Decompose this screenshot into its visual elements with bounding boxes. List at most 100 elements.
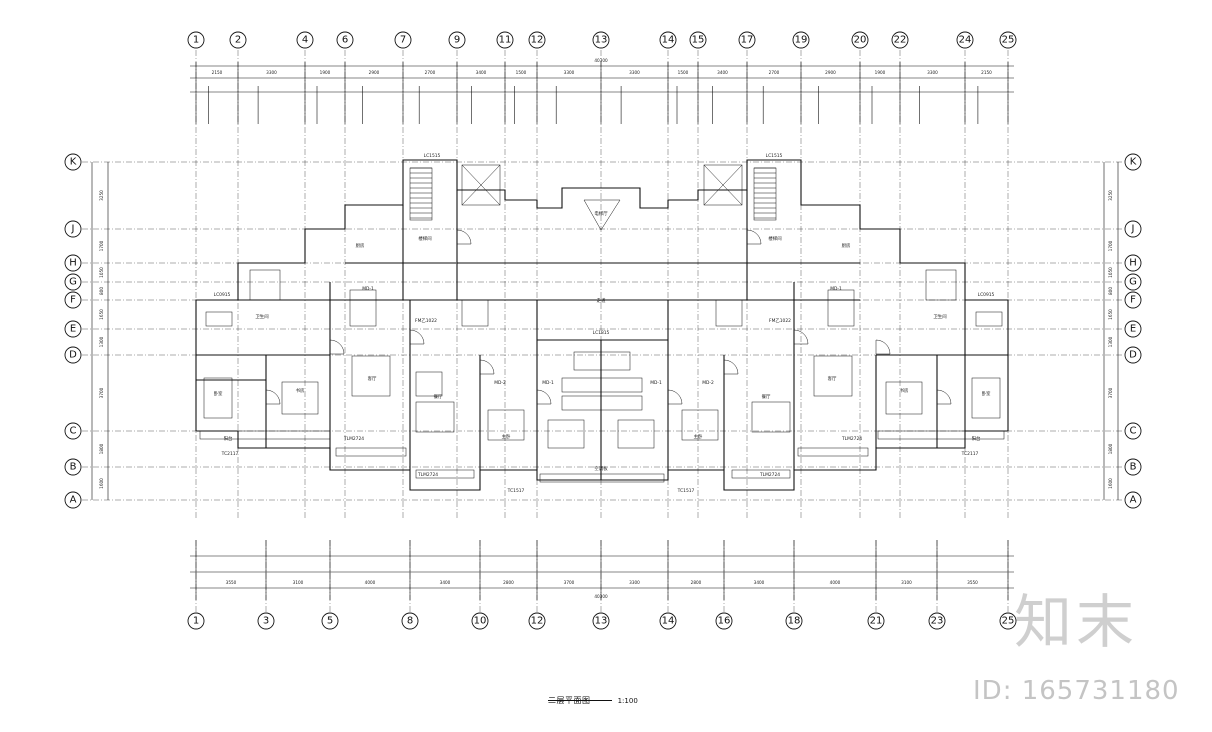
room-label: 餐厅	[434, 393, 443, 400]
axis-bubble-top: 1	[187, 31, 205, 49]
axis-bubble-label: 15	[692, 35, 705, 46]
room-label: 卫生间	[255, 313, 268, 320]
axis-bubble-left: G	[64, 273, 82, 291]
interior-details	[199, 164, 1005, 483]
axis-bubble-left: C	[64, 422, 82, 440]
furniture	[681, 409, 719, 441]
side-dimension-text: 800	[1108, 287, 1113, 295]
axis-bubble-label: 12	[531, 35, 544, 46]
furniture	[573, 351, 631, 371]
furniture	[827, 289, 855, 327]
axis-bubble-circle	[471, 612, 489, 630]
window-tag: LC1815	[593, 330, 610, 336]
elevator-cross	[461, 164, 501, 206]
axis-bubble-circle	[1124, 458, 1142, 476]
axis-bubble-circle	[64, 273, 82, 291]
window-tag: LC1515	[766, 153, 783, 159]
window-tag: TC2117	[221, 451, 239, 457]
axis-bubble-label: K	[1130, 157, 1137, 168]
axis-bubble-bottom: 12	[528, 612, 546, 630]
room-label: 主卧	[694, 433, 703, 440]
axis-bubble-label: B	[70, 462, 77, 473]
axis-bubble-label: 5	[327, 616, 333, 627]
axis-bubble-label: 13	[595, 616, 608, 627]
axis-bubble-top: 12	[528, 31, 546, 49]
axis-bubble-label: 21	[870, 616, 883, 627]
bottom-dimension-text: 4000	[365, 580, 376, 585]
furniture	[205, 311, 233, 327]
axis-bubble-label: D	[69, 350, 77, 361]
axis-bubble-bottom: 18	[785, 612, 803, 630]
axis-bubble-label: 1	[193, 35, 199, 46]
axis-bubble-right: G	[1124, 273, 1142, 291]
window-tag: MD-2	[494, 380, 506, 386]
axis-bubble-circle	[336, 31, 354, 49]
window-tag: TLM2724	[759, 472, 780, 478]
axis-bubble-circle	[394, 31, 412, 49]
window-tag: FM乙1022	[415, 317, 437, 324]
axis-bubble-right: E	[1124, 320, 1142, 338]
axis-bubble-label: 17	[741, 35, 754, 46]
axis-bubble-right: K	[1124, 153, 1142, 171]
axis-bubble-bottom: 10	[471, 612, 489, 630]
axis-bubble-bottom: 25	[999, 612, 1017, 630]
axis-bubble-label: 25	[1002, 616, 1015, 627]
axis-bubble-bottom: 13	[592, 612, 610, 630]
axis-bubble-label: 6	[342, 35, 348, 46]
axis-bubble-circle	[867, 612, 885, 630]
bottom-dimension-text: 3300	[629, 580, 640, 585]
axis-bubble-label: F	[70, 295, 76, 306]
axis-bubble-circle	[659, 612, 677, 630]
top-dimension-text: 2900	[825, 70, 836, 75]
axis-bubble-circle	[1124, 320, 1142, 338]
axis-bubble-label: 14	[662, 35, 675, 46]
axis-bubble-top: 20	[851, 31, 869, 49]
axis-bubble-label: J	[71, 224, 75, 235]
side-dimension-text: 1650	[1108, 309, 1113, 320]
axis-bubble-circle	[64, 220, 82, 238]
room-label: 主卧	[502, 433, 511, 440]
axis-bubble-label: 9	[454, 35, 460, 46]
axis-bubble-circle	[1124, 491, 1142, 509]
furniture	[715, 299, 743, 327]
top-dimension-text: 1900	[875, 70, 886, 75]
axis-bubble-circle	[528, 31, 546, 49]
axis-bubble-circle	[296, 31, 314, 49]
axis-bubble-bottom: 5	[321, 612, 339, 630]
furniture	[975, 311, 1003, 327]
axis-bubble-label: 11	[499, 35, 512, 46]
room-label: 厨房	[842, 242, 851, 249]
axis-bubble-circle	[1124, 273, 1142, 291]
balcony-rail	[415, 469, 475, 479]
building-outline	[195, 159, 1009, 491]
top-dimension-text: 2900	[369, 70, 380, 75]
axis-bubble-bottom: 1	[187, 612, 205, 630]
elevator-shaft	[703, 164, 743, 206]
axis-bubble-label: 7	[400, 35, 406, 46]
room-label: 卫生间	[933, 313, 946, 320]
door-swing	[265, 389, 281, 405]
axis-bubble-circle	[1124, 220, 1142, 238]
window-tag: MD-1	[830, 286, 842, 292]
door-swing	[667, 389, 683, 405]
balcony-rail	[877, 430, 1005, 440]
window-tag: TLM2724	[343, 436, 364, 442]
axis-bubble-top: 6	[336, 31, 354, 49]
window-tag: MD-1	[650, 380, 662, 386]
axis-bubble-top: 14	[659, 31, 677, 49]
axis-bubble-right: J	[1124, 220, 1142, 238]
axis-bubble-right: F	[1124, 291, 1142, 309]
axis-bubble-circle	[785, 612, 803, 630]
axis-bubble-top: 25	[999, 31, 1017, 49]
window-tag: TC2117	[961, 451, 979, 457]
axis-bubble-top: 7	[394, 31, 412, 49]
axis-bubble-circle	[64, 458, 82, 476]
furniture	[971, 377, 1001, 419]
furniture	[203, 377, 233, 419]
axis-bubble-label: J	[1131, 224, 1135, 235]
axis-bubble-circle	[257, 612, 275, 630]
axis-bubble-label: C	[70, 426, 77, 437]
axis-bubble-left: H	[64, 254, 82, 272]
top-dimension-text: 1500	[678, 70, 689, 75]
